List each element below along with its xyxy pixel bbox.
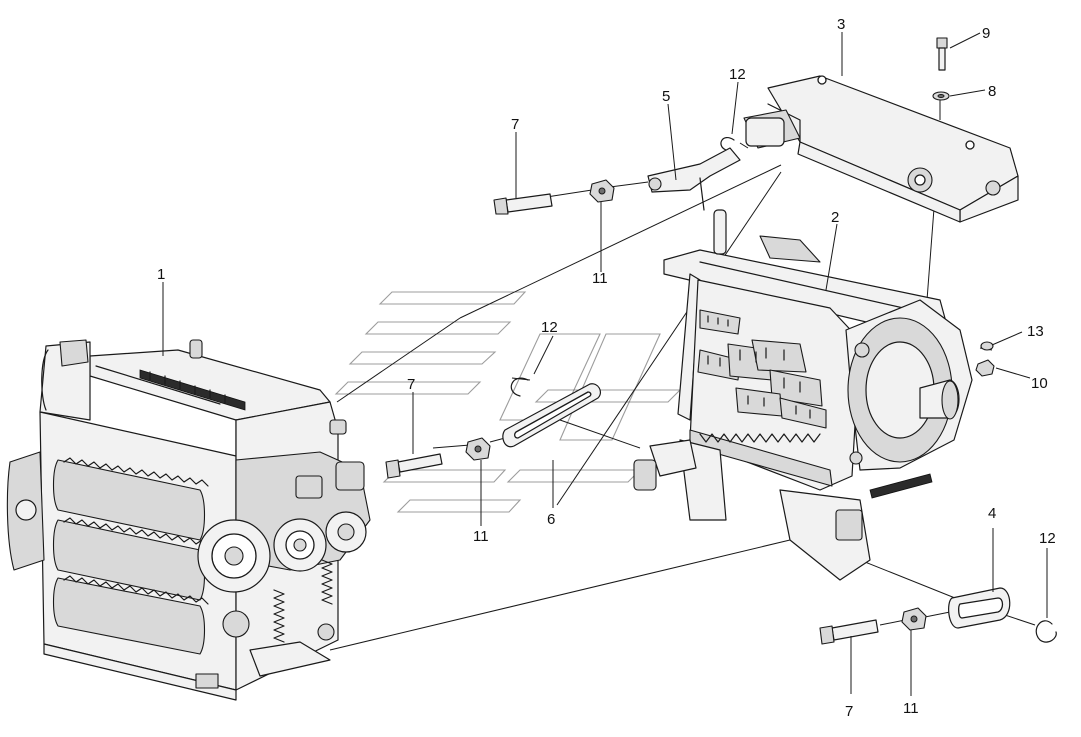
part-12-ring-top [720,137,735,151]
part-12-ring-bottom [1035,620,1057,643]
callout-13: 13 [1027,323,1044,340]
callout-2: 2 [831,209,839,226]
part-13-washer [980,341,994,351]
part-10-nut [975,359,995,377]
callout-9: 9 [982,25,990,42]
part-7-bolt-bottom [819,619,879,645]
callout-leaders [162,32,1048,696]
callout-8: 8 [988,83,996,100]
callout-6: 6 [547,511,555,528]
part-12-ring-middle [510,377,529,397]
part-11-nut-bottom [901,607,927,631]
part-4-slotted-link [948,587,1011,629]
part-2-frame-assembly [633,209,973,581]
callout-7-middle: 7 [407,376,415,393]
callout-7-bottom: 7 [845,703,853,720]
callout-12-bottom: 12 [1039,530,1056,547]
callout-11-top: 11 [592,270,608,287]
part-5-lever-arm [647,147,741,211]
part-1-housing-assembly [6,339,371,701]
part-11-nut-middle [465,437,491,461]
part-7-bolt-middle [385,453,443,479]
part-8-washer [932,91,950,101]
callout-12-top: 12 [729,66,746,83]
callout-labels: 1 2 3 4 5 6 7 7 7 8 9 10 11 11 11 12 12 … [157,16,1056,720]
callout-5: 5 [662,88,670,105]
callout-12-middle: 12 [541,319,558,336]
callout-11-middle: 11 [473,528,489,545]
part-7-bolt-top [493,193,553,215]
part-6-slotted-link [502,383,602,448]
part-11-nut-top [589,179,615,203]
callout-1: 1 [157,266,165,283]
part-3-top-cover [743,75,1019,223]
callout-7-top: 7 [511,116,519,133]
callout-10: 10 [1031,375,1048,392]
watermark-logo [334,291,682,513]
callout-11-bottom: 11 [903,700,919,717]
part-9-bolt [936,37,948,71]
callout-4: 4 [988,505,996,522]
callout-3: 3 [837,16,845,33]
